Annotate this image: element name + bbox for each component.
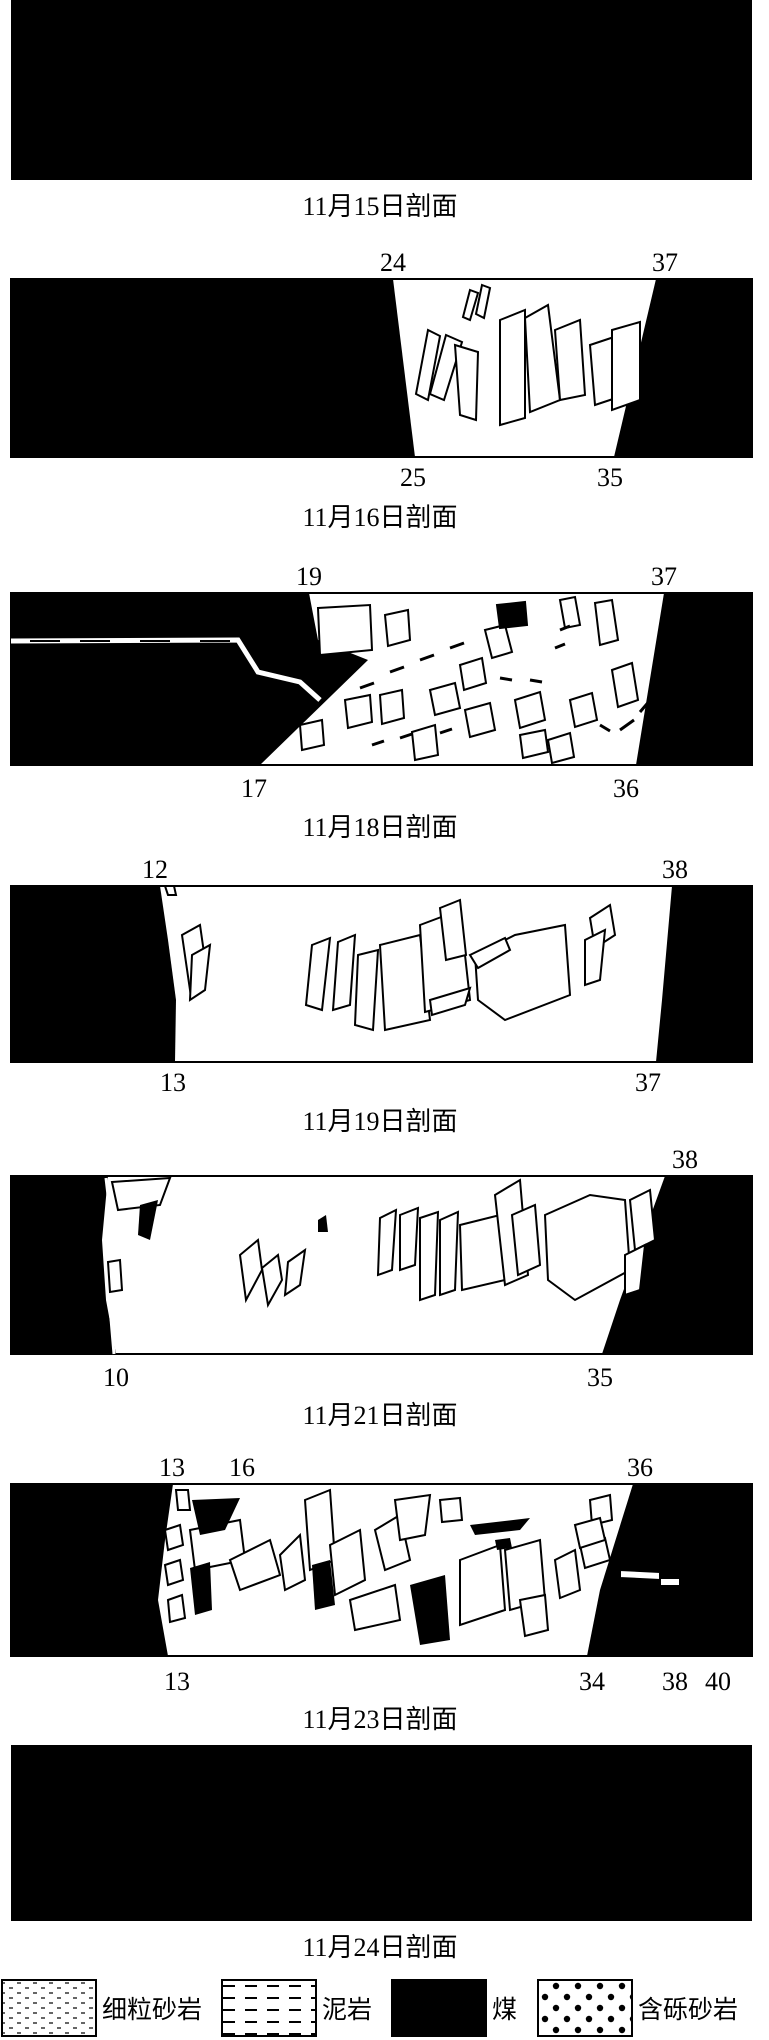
label-top-right: 36: [627, 1453, 653, 1482]
coal-block: [495, 1538, 512, 1550]
label-top-mid: 16: [229, 1453, 255, 1482]
coal-right: [636, 593, 752, 765]
legend-item-coal: 煤: [391, 1979, 517, 2037]
coal-right: [614, 279, 752, 457]
section-caption: 11月23日剖面: [302, 1705, 457, 1734]
legend-item-pebbly-sandstone: 含砾砂岩: [537, 1979, 738, 2037]
label-bottom-left: 25: [400, 463, 426, 492]
label-top-right: 37: [651, 562, 677, 591]
section-caption: 11月18日剖面: [302, 813, 457, 842]
legend-item-mudstone: 泥岩: [221, 1979, 372, 2037]
label-bottom-left: 17: [241, 774, 267, 803]
legend-label: 含砾砂岩: [638, 1995, 738, 2024]
coal-left: [11, 1484, 173, 1656]
coal-right: [587, 1484, 752, 1656]
label-bottom-2: 34: [579, 1667, 605, 1696]
label-top-right: 38: [662, 855, 688, 884]
label-bottom-left: 10: [103, 1363, 129, 1392]
legend-swatch-fine-sandstone: [1, 1979, 97, 2037]
rock-fragments: [414, 283, 641, 427]
section-1115: 11月15日剖面: [11, 0, 752, 221]
coal-block: [470, 1518, 530, 1535]
section-1119: 12 38 13 37 11月19日剖面: [10, 855, 753, 1136]
legend-swatch-pebbly-sandstone: [537, 1979, 633, 2037]
label-top-left: 12: [142, 855, 168, 884]
coal-block: [190, 1562, 212, 1615]
label-top-right: 38: [672, 1145, 698, 1174]
label-bottom-right: 36: [613, 774, 639, 803]
label-top-left: 24: [380, 248, 406, 277]
rock-fragments: [298, 595, 640, 765]
label-top-left: 13: [159, 1453, 185, 1482]
section-1121: 38 10 35 11月21日剖面: [10, 1145, 753, 1430]
coal-left: [11, 1176, 116, 1354]
label-bottom-3: 38: [662, 1667, 688, 1696]
section-1124: 11月24日剖面: [11, 1745, 752, 1962]
coal-block: [312, 1560, 335, 1610]
label-bottom-4: 40: [705, 1667, 731, 1696]
label-top-right: 37: [652, 248, 678, 277]
coal-right: [602, 1176, 752, 1354]
fracture-dashes: [359, 618, 668, 747]
legend-label: 泥岩: [322, 1995, 372, 2024]
left-contact-line: [104, 1177, 116, 1355]
section-caption: 11月15日剖面: [302, 192, 457, 221]
legend-label: 细粒砂岩: [102, 1995, 202, 2024]
label-bottom-right: 35: [597, 463, 623, 492]
coal-block: [410, 1575, 450, 1645]
section-1118: 19 37 17 36 11月18日剖面: [10, 562, 753, 842]
label-bottom-right: 37: [635, 1068, 661, 1097]
section-caption: 11月21日剖面: [302, 1401, 457, 1430]
section-caption: 11月16日剖面: [302, 503, 457, 532]
legend-item-fine-sandstone: 细粒砂岩: [1, 1979, 202, 2037]
legend: 细粒砂岩 泥岩 煤 含砾砂岩: [1, 1979, 738, 2037]
coal-block: [318, 1215, 328, 1232]
legend-swatch-mudstone: [221, 1979, 317, 2037]
rock-fragments: [163, 885, 617, 1032]
legend-label: 煤: [492, 1995, 517, 2024]
coal-left: [11, 279, 415, 457]
section-1116: 24 37 25 35 11月16日剖面: [10, 248, 753, 532]
legend-swatch-coal: [391, 1979, 487, 2037]
label-bottom-right: 35: [587, 1363, 613, 1392]
section-caption: 11月24日剖面: [302, 1933, 457, 1962]
coal-block: [495, 600, 529, 630]
label-top-left: 19: [296, 562, 322, 591]
label-bottom-left: 13: [160, 1068, 186, 1097]
section-1123: 13 16 36 13 34 38 40 11月23日剖面: [10, 1453, 753, 1734]
rock-fragments: [163, 1488, 681, 1645]
coal-seam: [11, 0, 752, 180]
coal-block: [192, 1498, 240, 1535]
coal-left: [11, 593, 368, 765]
label-bottom-1: 13: [164, 1667, 190, 1696]
section-caption: 11月19日剖面: [302, 1107, 457, 1136]
rock-fragments: [106, 1176, 657, 1308]
coal-right: [656, 886, 752, 1062]
coal-left: [11, 886, 176, 1062]
coal-block: [138, 1200, 158, 1240]
coal-seam: [11, 1745, 752, 1921]
